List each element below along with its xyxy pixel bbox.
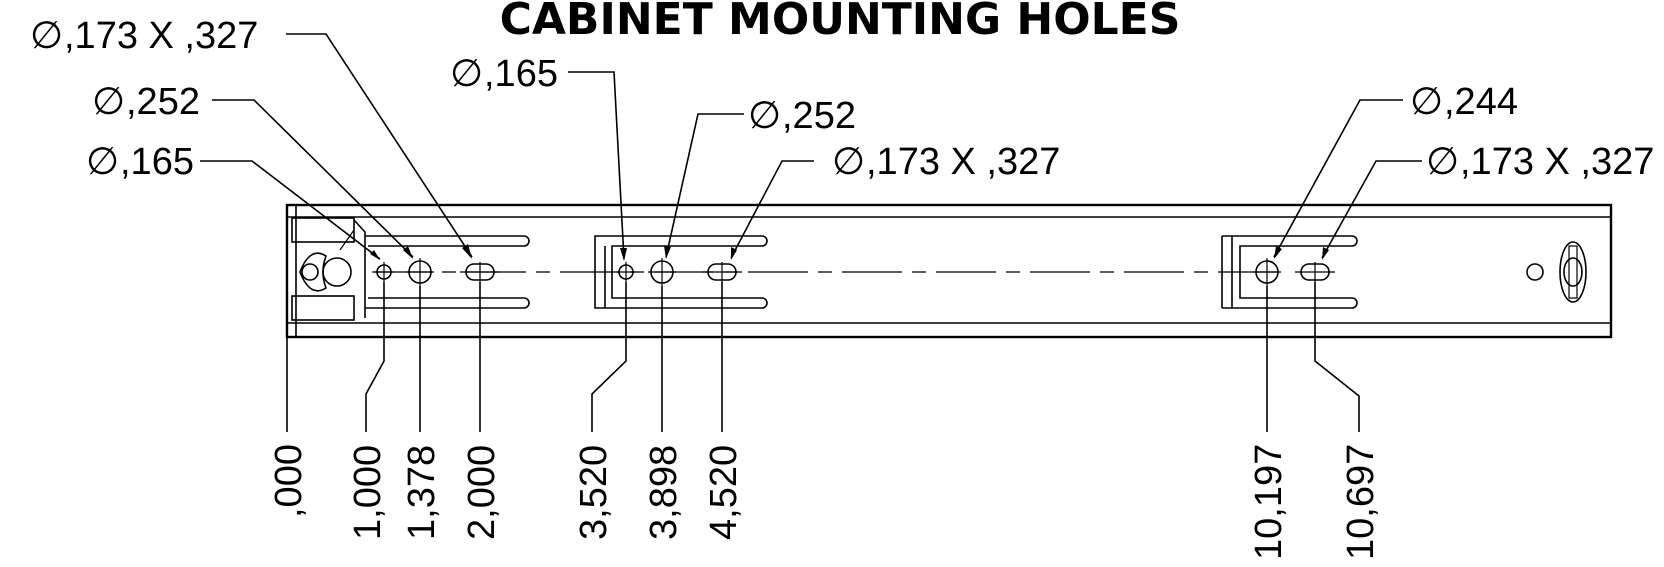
diameter-symbol: ∅ xyxy=(1410,81,1443,123)
callout-text: ,165 xyxy=(120,141,194,183)
leader-arrowheads xyxy=(370,244,1329,261)
roller-mechanism xyxy=(291,217,366,321)
dimension-value: ,000 xyxy=(268,444,310,518)
diameter-symbol: ∅ xyxy=(30,15,63,57)
callout-hole-252-mid: ∅ ,252 xyxy=(748,95,856,137)
callout-slot-right: ∅ ,173 X ,327 xyxy=(1426,141,1654,183)
slot-2000 xyxy=(460,262,500,282)
diameter-symbol: ∅ xyxy=(86,141,119,183)
callout-text: ,173 X ,327 xyxy=(866,141,1060,183)
callout-text: ,173 X ,327 xyxy=(1460,141,1654,183)
diameter-symbol: ∅ xyxy=(92,81,125,123)
leader-lines xyxy=(200,33,1422,260)
dimension-value: 3,520 xyxy=(573,445,615,540)
holes xyxy=(374,258,1335,286)
diameter-symbol: ∅ xyxy=(1426,141,1459,183)
diameter-symbol: ∅ xyxy=(832,141,865,183)
hole-3520 xyxy=(616,262,636,282)
hole-10197 xyxy=(1253,258,1281,286)
drawing-title: CABINET MOUNTING HOLES xyxy=(500,0,1181,45)
callout-text: ,173 X ,327 xyxy=(64,15,258,57)
slot-4520 xyxy=(702,262,742,282)
callout-slot-left: ∅ ,173 X ,327 xyxy=(30,15,258,57)
dimension-value: 2,000 xyxy=(461,445,503,540)
slot-10697 xyxy=(1295,262,1335,282)
extension-lines xyxy=(286,282,1360,432)
callout-text: ,165 xyxy=(484,53,558,95)
callout-hole-165-mid: ∅ ,165 xyxy=(450,53,558,95)
callout-text: ,252 xyxy=(126,81,200,123)
diameter-symbol: ∅ xyxy=(450,53,483,95)
dimension-value: 3,898 xyxy=(643,445,685,540)
dimension-value: 10,197 xyxy=(1248,444,1290,560)
callout-slot-mid: ∅ ,173 X ,327 xyxy=(832,141,1060,183)
dimension-value: 10,697 xyxy=(1340,444,1382,560)
callout-text: ,244 xyxy=(1444,81,1518,123)
callout-text: ,252 xyxy=(782,95,856,137)
ordinate-dimensions: ,000 1,000 1,378 2,000 3,520 3,898 4,520… xyxy=(268,444,1382,560)
hole-1378 xyxy=(406,258,434,286)
dimension-value: 4,520 xyxy=(703,445,745,540)
hole-1000 xyxy=(374,262,394,282)
slide-rail xyxy=(285,203,1613,339)
hole-3898 xyxy=(648,258,676,286)
diameter-symbol: ∅ xyxy=(748,95,781,137)
dimension-value: 1,000 xyxy=(347,445,389,540)
callout-hole-252-left: ∅ ,252 xyxy=(92,81,200,123)
hole-callouts: ∅ ,173 X ,327 ∅ ,252 ∅ ,165 ∅ ,165 ∅ ,25… xyxy=(30,15,1654,183)
callout-hole-244-right: ∅ ,244 xyxy=(1410,81,1518,123)
end-fastener xyxy=(1526,241,1587,303)
callout-hole-165-left: ∅ ,165 xyxy=(86,141,194,183)
dimension-value: 1,378 xyxy=(401,445,443,540)
